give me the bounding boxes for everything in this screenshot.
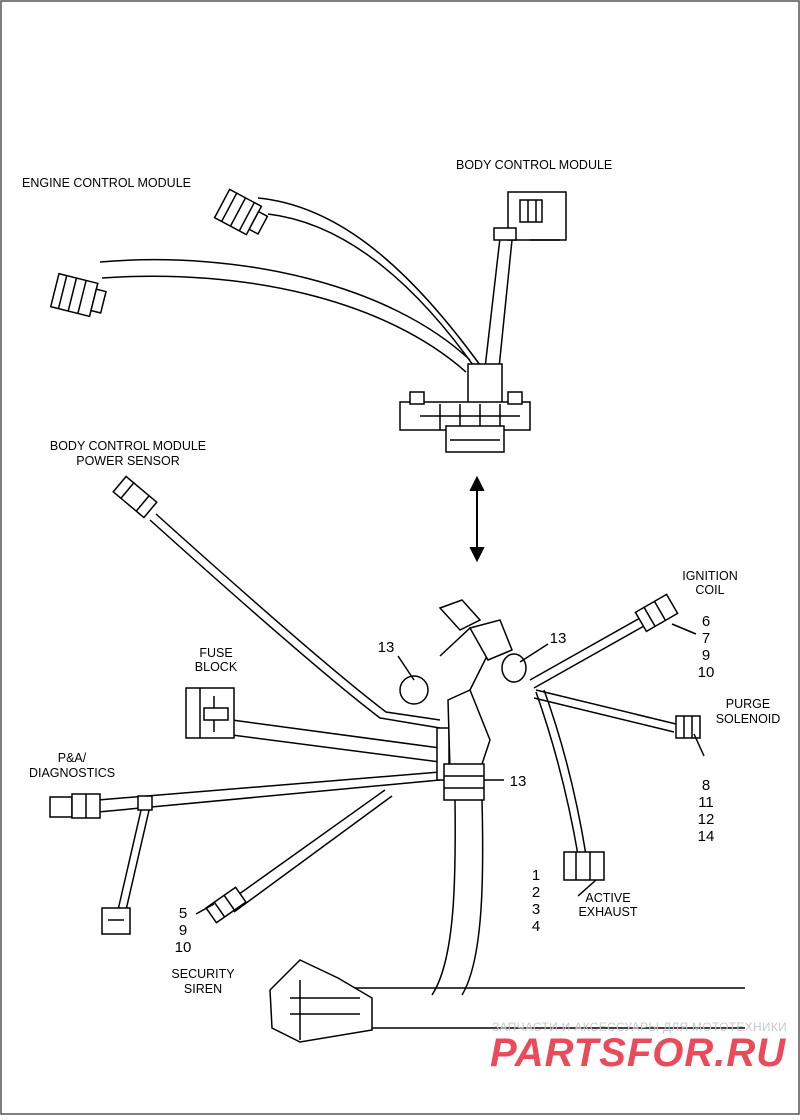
security-siren-wire bbox=[227, 789, 386, 903]
callout-siren-2: 9 bbox=[179, 922, 187, 939]
label-active-exhaust-line1: ACTIVE bbox=[585, 891, 630, 905]
callout-exhaust-3: 3 bbox=[532, 901, 540, 918]
label-security-siren-line1: SECURITY bbox=[171, 967, 235, 981]
leader-siren bbox=[195, 903, 215, 915]
active-exhaust-connector bbox=[563, 851, 605, 881]
callout-13-right: 13 bbox=[550, 630, 567, 647]
ecm-connector-upper bbox=[213, 188, 269, 236]
callout-ignition-2: 7 bbox=[702, 630, 710, 647]
pa-diagnostics-wire bbox=[97, 771, 441, 801]
label-ignition-coil-line2: COIL bbox=[695, 583, 724, 597]
callouts-ignition-coil: 6 7 9 10 bbox=[698, 613, 715, 681]
callout-exhaust-4: 4 bbox=[532, 918, 540, 935]
label-active-exhaust-line2: EXHAUST bbox=[578, 905, 637, 919]
callout-leader-13-left bbox=[397, 655, 415, 681]
callout-siren-1: 5 bbox=[179, 905, 187, 922]
callout-13-lower: 13 bbox=[510, 773, 527, 790]
bcm-connector bbox=[493, 191, 567, 241]
callout-exhaust-2: 2 bbox=[532, 884, 540, 901]
label-body-control-module: BODY CONTROL MODULE bbox=[456, 158, 612, 172]
large-bottom-connector bbox=[269, 959, 373, 1043]
ecm-upper-cable bbox=[257, 197, 481, 366]
callout-purge-1: 8 bbox=[702, 777, 710, 794]
callout-purge-3: 12 bbox=[698, 811, 715, 828]
label-fuse-block-line1: FUSE bbox=[199, 646, 232, 660]
security-siren-connector bbox=[205, 886, 247, 924]
leader-exhaust bbox=[577, 879, 597, 897]
callout-ignition-4: 10 bbox=[698, 664, 715, 681]
leader-ignition bbox=[671, 623, 697, 635]
callout-ignition-3: 9 bbox=[702, 647, 710, 664]
callouts-purge-solenoid: 8 11 12 14 bbox=[698, 777, 715, 845]
callout-leader-13-right bbox=[519, 643, 549, 663]
label-engine-control-module: ENGINE CONTROL MODULE bbox=[22, 176, 191, 190]
top-harness-assembly bbox=[49, 188, 567, 453]
label-fuse-block-line2: BLOCK bbox=[195, 660, 238, 674]
label-bcm-power-sensor-line2: POWER SENSOR bbox=[76, 454, 180, 468]
pa-branch-wire bbox=[117, 805, 143, 911]
callout-purge-2: 11 bbox=[698, 794, 714, 811]
label-pa-diagnostics-line1: P&A/ bbox=[58, 751, 87, 765]
bcm-power-sensor-connector bbox=[112, 475, 158, 519]
bcm-power-sensor-wire bbox=[149, 519, 441, 729]
purge-solenoid-wire bbox=[535, 689, 677, 725]
active-exhaust-wire bbox=[535, 691, 579, 856]
label-purge-solenoid-line2: SOLENOID bbox=[716, 712, 781, 726]
top-main-connector bbox=[399, 391, 531, 453]
main-trunk bbox=[431, 799, 456, 996]
junction-breakout bbox=[399, 599, 527, 801]
ignition-coil-connector bbox=[634, 593, 679, 633]
pa-diagnostics-connector bbox=[49, 793, 101, 819]
label-purge-solenoid-line1: PURGE bbox=[726, 697, 770, 711]
connect-double-arrow bbox=[469, 475, 485, 563]
label-bcm-power-sensor-line1: BODY CONTROL MODULE bbox=[50, 439, 206, 453]
ecm-connector-lower bbox=[49, 272, 107, 318]
callout-exhaust-1: 1 bbox=[532, 867, 540, 884]
purge-solenoid-connector bbox=[675, 715, 701, 739]
label-ignition-coil-line1: IGNITION bbox=[682, 569, 738, 583]
callout-13-left: 13 bbox=[378, 639, 395, 656]
label-security-siren-line2: SIREN bbox=[184, 982, 222, 996]
callout-purge-4: 14 bbox=[698, 828, 715, 845]
callouts-security-siren: 5 9 10 bbox=[175, 905, 192, 956]
fuse-block-wire bbox=[231, 719, 441, 749]
callout-ignition-1: 6 bbox=[702, 613, 710, 630]
callout-siren-3: 10 bbox=[175, 939, 192, 956]
watermark-brand: PARTSFOR.RU bbox=[490, 1031, 786, 1075]
bcm-cable bbox=[484, 237, 501, 369]
leader-purge bbox=[693, 733, 705, 757]
ignition-coil-wire bbox=[529, 617, 641, 681]
callouts-active-exhaust: 1 2 3 4 bbox=[532, 867, 540, 935]
label-pa-diagnostics-line2: DIAGNOSTICS bbox=[29, 766, 115, 780]
watermark-tagline: ЗАПЧАСТИ И АКСЕССУАРЫ ДЛЯ МОТОТЕХНИКИ bbox=[492, 1020, 787, 1034]
fuse-block-connector bbox=[185, 687, 235, 739]
pa-branch-connector bbox=[101, 907, 131, 935]
ecm-lower-cable bbox=[99, 258, 471, 361]
top-trunk-sleeve bbox=[467, 363, 503, 405]
bottom-harness-assembly bbox=[49, 475, 745, 1043]
